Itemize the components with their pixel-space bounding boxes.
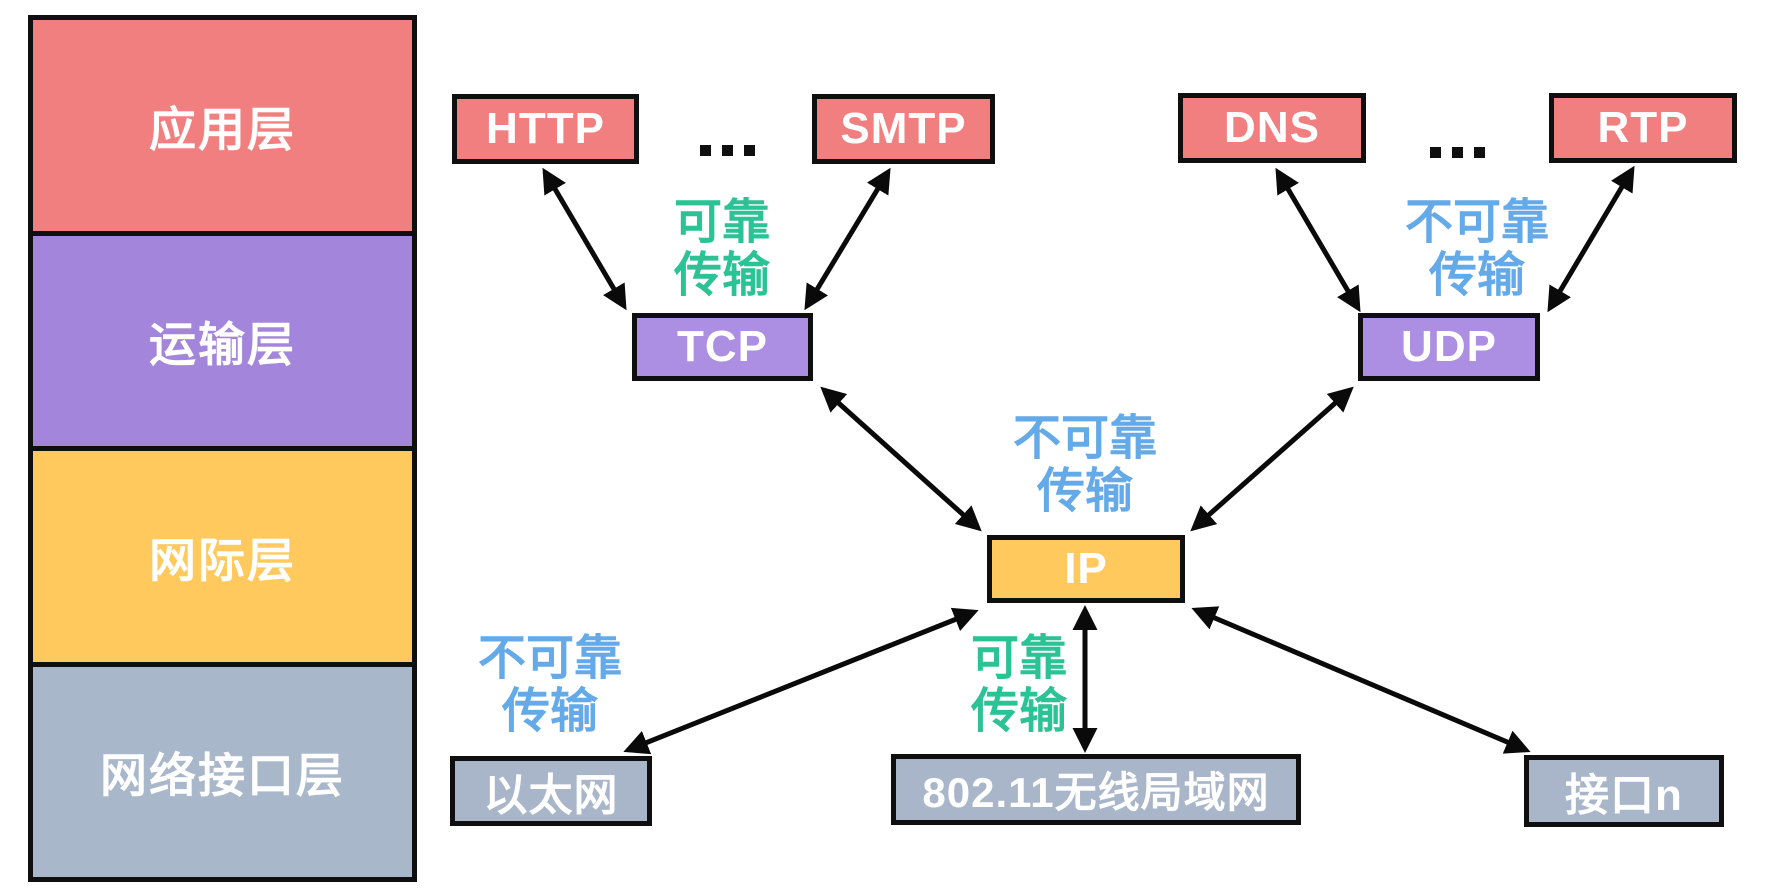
annotation-line: 不可靠 <box>1404 196 1550 249</box>
protocol-box-wlan: 802.11无线局域网 <box>891 754 1301 825</box>
interface-n-label: 接口n <box>1565 771 1683 820</box>
annotation-line: 传输 <box>970 685 1068 738</box>
rtp-label: RTP <box>1597 103 1689 152</box>
arrow-dns-udp <box>1275 167 1361 313</box>
annotation-unreliable-ip: 不可靠 传输 <box>1013 412 1157 518</box>
annotation-reliable-wlan: 可靠 传输 <box>971 632 1067 738</box>
dot <box>1474 147 1485 158</box>
udp-label: UDP <box>1401 322 1497 371</box>
layer-transport: 运输层 <box>33 230 412 446</box>
arrow-ip-interface-n <box>1191 606 1531 754</box>
annotation-line: 传输 <box>673 249 771 302</box>
dot <box>700 145 711 156</box>
annotation-line: 不可靠 <box>1012 412 1158 465</box>
dot <box>722 145 733 156</box>
annotation-line: 不可靠 <box>477 632 623 685</box>
protocol-box-udp: UDP <box>1358 313 1540 381</box>
arrow-tcp-ip <box>820 386 982 532</box>
layer-internet-label: 网际层 <box>149 533 296 587</box>
protocol-box-tcp: TCP <box>632 313 813 381</box>
layer-network-interface: 网络接口层 <box>33 661 412 877</box>
dot <box>1452 147 1463 158</box>
protocol-box-rtp: RTP <box>1549 93 1737 163</box>
annotation-line: 可靠 <box>970 632 1068 685</box>
annotation-line: 可靠 <box>673 196 771 249</box>
protocol-box-ip: IP <box>987 535 1185 603</box>
ellipsis-dots-right <box>1430 147 1485 158</box>
protocol-box-dns: DNS <box>1178 93 1366 163</box>
layer-application: 应用层 <box>33 20 412 231</box>
dot <box>1430 147 1441 158</box>
protocol-box-ethernet: 以太网 <box>450 756 652 826</box>
annotation-unreliable-ethernet: 不可靠 传输 <box>478 632 622 738</box>
ip-label: IP <box>1064 544 1108 593</box>
annotation-reliable-tcp: 可靠 传输 <box>674 196 770 302</box>
arrow-smtp-tcp <box>804 167 891 311</box>
dot <box>744 145 755 156</box>
annotation-line: 传输 <box>1428 249 1526 302</box>
ethernet-label: 以太网 <box>483 771 619 820</box>
layer-internet: 网际层 <box>33 446 412 662</box>
arrow-rtp-udp <box>1547 165 1635 313</box>
layer-network-interface-label: 网络接口层 <box>100 749 345 803</box>
ellipsis-dots-left <box>700 145 755 156</box>
annotation-line: 传输 <box>1036 465 1134 518</box>
annotation-line: 传输 <box>501 685 599 738</box>
protocol-box-smtp: SMTP <box>812 94 995 164</box>
layer-stack: 应用层 运输层 网际层 网络接口层 <box>28 15 417 882</box>
protocol-box-interface-n: 接口n <box>1524 755 1724 827</box>
http-label: HTTP <box>486 104 605 153</box>
protocol-box-http: HTTP <box>452 94 639 164</box>
tcp-label: TCP <box>677 322 768 371</box>
arrow-http-tcp <box>542 167 627 311</box>
arrow-ip-ethernet <box>623 607 979 755</box>
annotation-unreliable-udp: 不可靠 传输 <box>1405 196 1549 302</box>
layer-transport-label: 运输层 <box>149 318 296 372</box>
wlan-label: 802.11无线局域网 <box>922 769 1270 816</box>
smtp-label: SMTP <box>840 104 967 153</box>
dns-label: DNS <box>1224 103 1320 152</box>
layer-application-label: 应用层 <box>149 102 296 156</box>
arrow-udp-ip <box>1190 386 1354 532</box>
